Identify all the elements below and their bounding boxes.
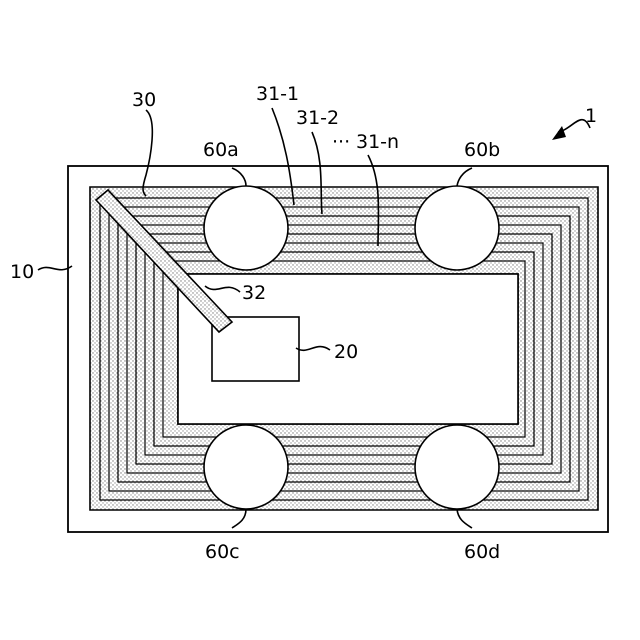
label-winding-n: 31-n	[356, 131, 399, 153]
pad-60c	[204, 425, 288, 509]
label-pad-d: 60d	[464, 541, 500, 563]
label-pad-b: 60b	[464, 139, 500, 161]
pad-60b	[415, 186, 499, 270]
label-pad-c: 60c	[205, 541, 240, 563]
pad-60d	[415, 425, 499, 509]
arrow-head-1	[552, 126, 566, 140]
label-chip: 20	[334, 341, 358, 363]
label-device: 1	[585, 105, 597, 127]
label-pad-a: 60a	[203, 139, 239, 161]
label-substrate: 10	[10, 261, 34, 283]
label-winding-2: 31-2	[296, 107, 339, 129]
label-winding-1: 31-1	[256, 83, 299, 105]
label-bridge: 32	[242, 282, 266, 304]
label-ellipsis: ···	[332, 131, 350, 153]
pad-60a	[204, 186, 288, 270]
leader-10	[38, 266, 72, 270]
label-coil-region: 30	[132, 89, 156, 111]
